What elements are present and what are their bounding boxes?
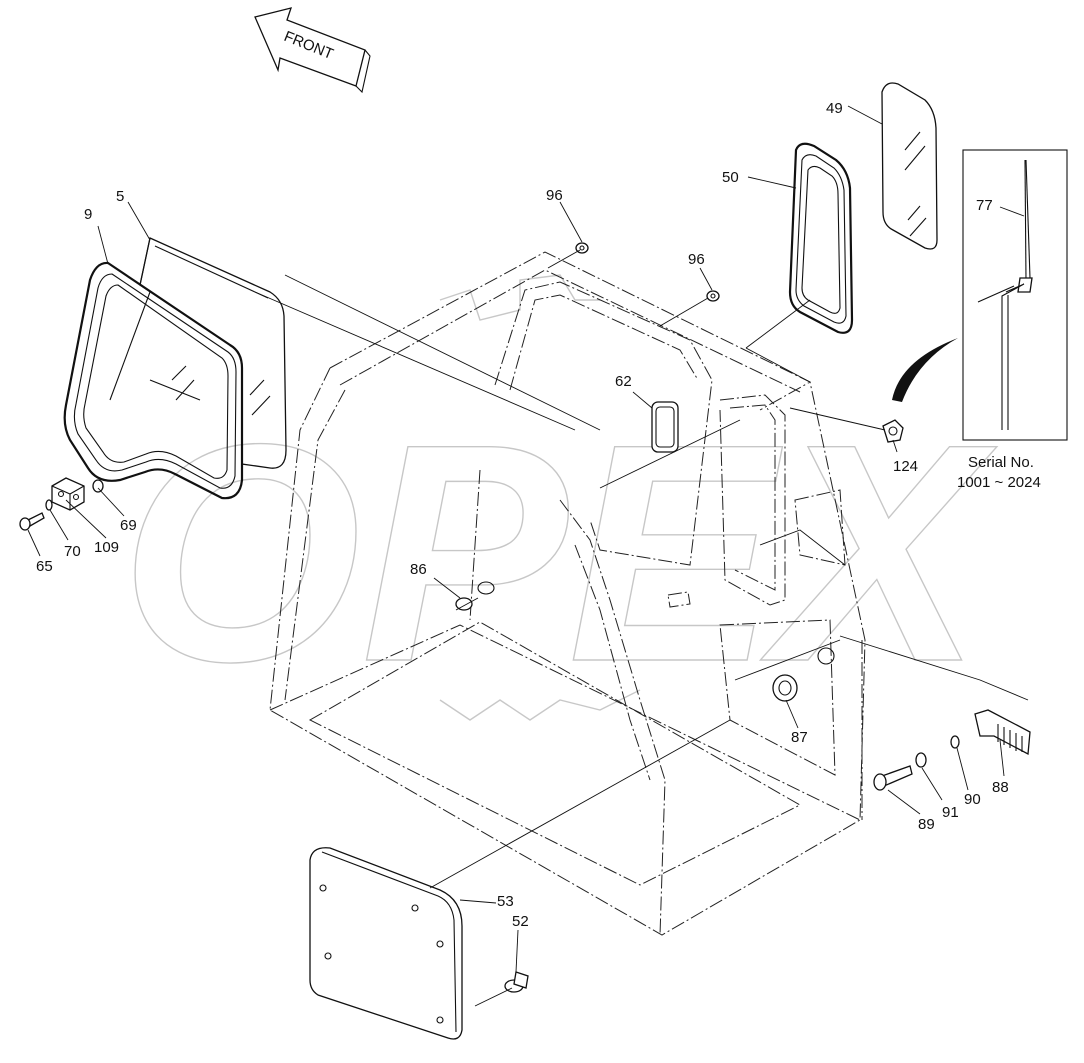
callout-69: 69 bbox=[120, 517, 137, 534]
callout-91: 91 bbox=[942, 804, 959, 821]
part-52-rivet bbox=[504, 971, 529, 993]
callout-87: 87 bbox=[791, 729, 808, 746]
part-89-bolt bbox=[873, 765, 913, 791]
watermark-text: OPEX bbox=[120, 379, 997, 726]
callout-70: 70 bbox=[64, 543, 81, 560]
callout-65: 65 bbox=[36, 558, 53, 575]
callout-labels: 5 9 49 50 96 96 77 62 124 69 109 70 65 8… bbox=[36, 100, 1009, 930]
part-90-washer bbox=[950, 735, 960, 749]
part-86-grommet bbox=[455, 581, 495, 611]
front-direction-arrow: FRONT bbox=[254, 7, 371, 94]
part-88-striker bbox=[974, 709, 1031, 756]
part-62-lens bbox=[651, 401, 679, 453]
part-69-spacer bbox=[92, 479, 104, 493]
part-49-side-glass bbox=[881, 82, 938, 250]
part-91-washer bbox=[915, 752, 927, 768]
part-77-antenna-box bbox=[962, 149, 1068, 441]
callout-52: 52 bbox=[512, 913, 529, 930]
part-87-grommet bbox=[772, 647, 835, 702]
callout-9: 9 bbox=[84, 206, 92, 223]
callout-86: 86 bbox=[410, 561, 427, 578]
callout-77: 77 bbox=[976, 197, 993, 214]
callout-89: 89 bbox=[918, 816, 935, 833]
antenna-mount-indicator bbox=[892, 338, 958, 402]
callout-90: 90 bbox=[964, 791, 981, 808]
part-124-cap-nut bbox=[882, 419, 904, 443]
serial-note-line2: 1001 ~ 2024 bbox=[957, 474, 1041, 491]
part-65-bolt bbox=[19, 512, 45, 531]
callout-96-top: 96 bbox=[546, 187, 563, 204]
callout-124: 124 bbox=[893, 458, 918, 475]
serial-number-note: Serial No. 1001 ~ 2024 bbox=[957, 454, 1041, 491]
callout-50: 50 bbox=[722, 169, 739, 186]
part-96-grommet-top bbox=[575, 242, 589, 254]
callout-leaders bbox=[27, 105, 1025, 973]
part-70-washer bbox=[45, 499, 53, 511]
part-53-rear-panel bbox=[309, 847, 463, 1040]
callout-109: 109 bbox=[94, 539, 119, 556]
serial-note-line1: Serial No. bbox=[968, 454, 1034, 471]
assembly-lines bbox=[254, 249, 1029, 1007]
callout-96-right: 96 bbox=[688, 251, 705, 268]
part-109-bracket bbox=[51, 477, 85, 511]
part-50-side-seal bbox=[788, 142, 854, 334]
part-5-front-glass bbox=[109, 237, 287, 469]
watermark-logo: OPEX bbox=[119, 274, 998, 727]
callout-49: 49 bbox=[826, 100, 843, 117]
part-96-grommet-right bbox=[706, 290, 720, 302]
callout-88: 88 bbox=[992, 779, 1009, 796]
callout-53: 53 bbox=[497, 893, 514, 910]
callout-5: 5 bbox=[116, 188, 124, 205]
cab-frame bbox=[269, 251, 866, 936]
callout-62: 62 bbox=[615, 373, 632, 390]
